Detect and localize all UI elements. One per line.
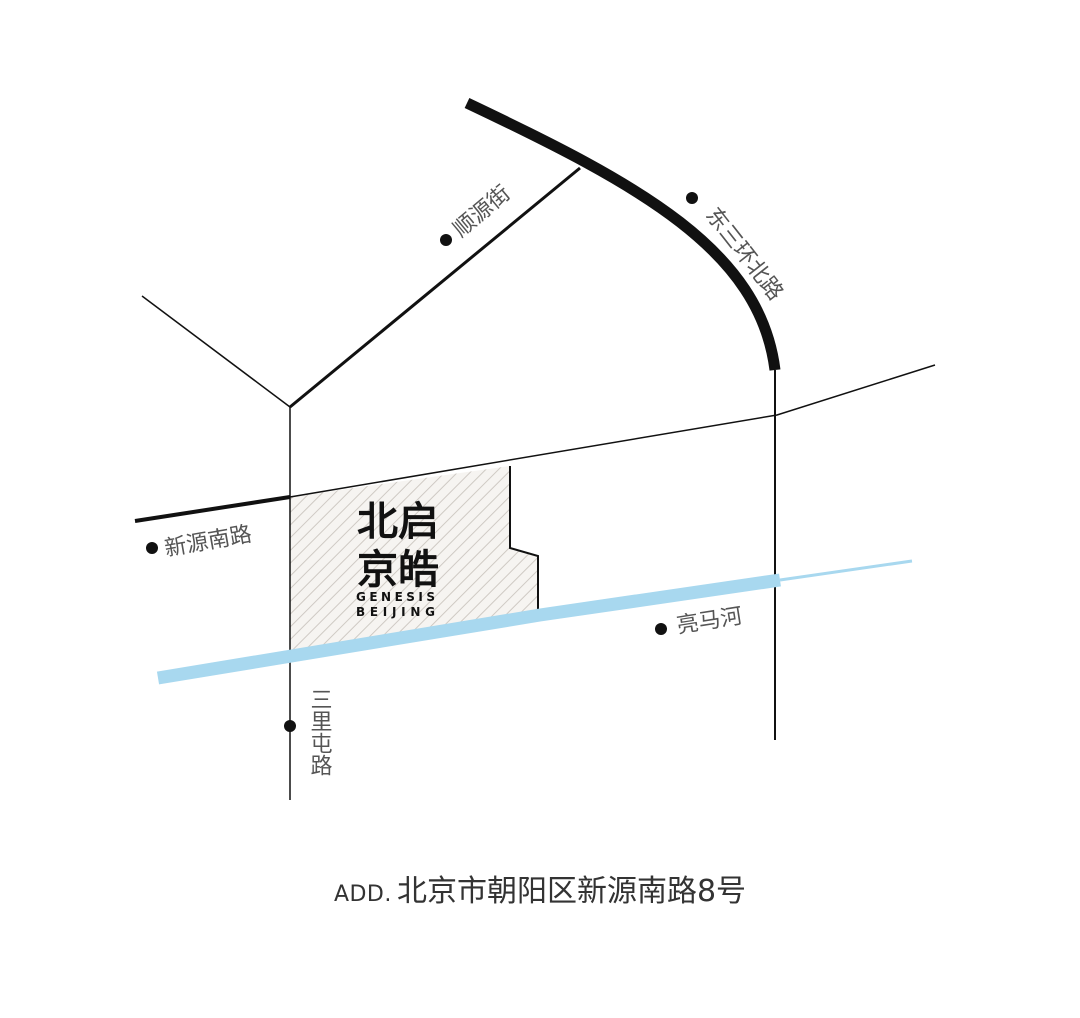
river-liangma-tail <box>779 559 913 582</box>
label-shunyuan-street: 顺源街 <box>440 181 515 246</box>
logo-cn-line2: 京皓 <box>357 547 439 593</box>
marker-dot <box>655 623 667 635</box>
address-line: ADD. 北京市朝阳区新源南路8号 <box>0 866 1080 910</box>
marker-dot <box>284 720 296 732</box>
marker-dot <box>440 234 452 246</box>
address-text: 北京市朝阳区新源南路8号 <box>396 874 747 909</box>
road-shunyuan <box>289 166 581 409</box>
label-text: 亮马河 <box>675 604 744 639</box>
marker-dot <box>146 542 158 554</box>
marker-dot <box>686 192 698 204</box>
label-east-third-ring-north: 东三环北路 <box>686 192 788 305</box>
road-xinyuan-south <box>134 495 291 523</box>
river-liangma <box>156 573 781 685</box>
label-liangma-river: 亮马河 <box>655 604 744 639</box>
road-xinyuan-east-thin <box>289 364 936 498</box>
logo-en-line1: GENESIS <box>356 590 440 604</box>
logo-cn-line1: 北启 <box>357 499 439 545</box>
road-east-third-ring <box>464 98 781 371</box>
project-site-boundary <box>509 466 539 612</box>
project-site-area <box>290 466 538 658</box>
label-xinyuan-south-road: 新源南路 <box>146 522 254 562</box>
project-logo: 北启 京皓 GENESIS BEIJING <box>356 499 440 619</box>
address-prefix: ADD. <box>333 882 392 907</box>
logo-en-line2: BEIJING <box>356 605 440 619</box>
road-northwest <box>141 295 291 408</box>
label-text: 三里屯路 <box>307 688 333 776</box>
label-sanlitun-road: 三里屯路 <box>284 688 333 776</box>
label-text: 顺源街 <box>449 181 516 243</box>
label-text: 新源南路 <box>163 522 254 562</box>
